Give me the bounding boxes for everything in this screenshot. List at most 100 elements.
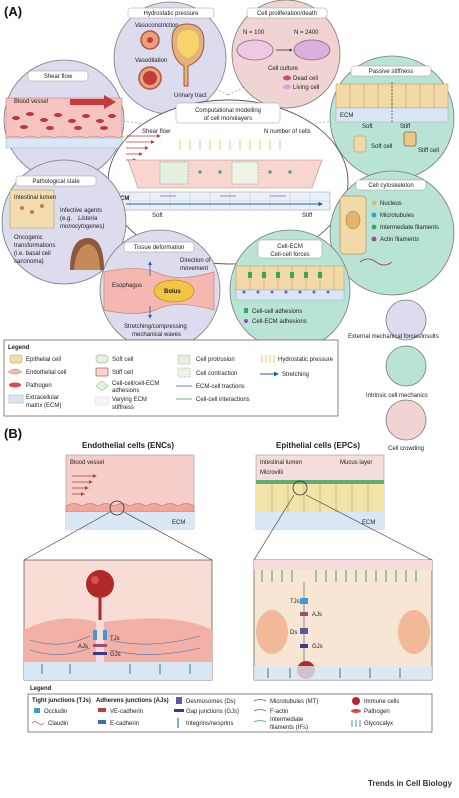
legend-glycocalyx: Glycocalyx (364, 721, 393, 727)
enc-vessel-label: Blood vessel (70, 460, 104, 466)
stiff-cell-label: Stiff cell (418, 148, 439, 154)
cell-crowding-swatch (385, 399, 427, 441)
dead-cell-icon (283, 75, 291, 81)
legend-adh-2: adhesions (112, 388, 139, 394)
passive-stiffness-circle: Passive stiffness ECM Soft Stiff Soft ce… (329, 55, 455, 181)
direction-label-1: Direction of (180, 258, 211, 264)
legend-factin: F-actin (270, 709, 288, 715)
proliferation-circle: Cell proliferation/death N = 100 N = 240… (231, 0, 341, 109)
living-cell-label: Living cell (293, 85, 319, 91)
tissue-deformation-circle: Tissue deformation Direction of movement… (99, 229, 221, 351)
passive-ecm-label: ECM (340, 113, 353, 119)
side-legend: External mechanical forces/insults Intri… (348, 299, 439, 452)
ecm-adh-label: Cell-ECM adhesions (252, 319, 307, 325)
soft-cell-label: Soft cell (371, 144, 392, 150)
legend-ecm-1: Extracellular (26, 395, 59, 401)
legend-pathogen-b: Pathogen (364, 709, 390, 715)
intestinal-lumen-label: Intestinal lumen (14, 195, 56, 201)
onco-label-3: (i.e. basal cell (14, 251, 51, 257)
intermediate-label: Intermediate filaments (380, 225, 439, 231)
infective-label-2: (e.g. (60, 216, 72, 222)
n-after-label: N = 2400 (294, 30, 319, 36)
legend-pathogen: Pathogen (26, 383, 52, 389)
legend-a-title: Legend (8, 345, 30, 351)
central-title-2: of cell monolayers (204, 116, 252, 122)
passive-soft-label: Soft (362, 124, 373, 130)
legend-soft: Soft cell (112, 357, 133, 363)
epc-ds-label: Ds (290, 630, 297, 636)
shear-title: Shear flow (44, 74, 73, 80)
legend-ve: VE-cadherin (110, 709, 143, 715)
central-modelling-circle: Computational modelling of cell monolaye… (107, 99, 349, 265)
onco-label-4: carcinoma) (14, 259, 44, 265)
legend-immune: Immune cells (364, 699, 399, 705)
enc-ecm-label: ECM (172, 520, 185, 526)
bolus-label: Bolus (164, 289, 181, 295)
direction-label-2: movement (180, 266, 208, 272)
soft-cell-icon (353, 135, 367, 153)
panel-a-label: (A) (4, 4, 22, 19)
cellecm-title-2: Cell-cell forces (270, 252, 309, 258)
legend-ifs-1: Intermediate (270, 717, 304, 723)
intrinsic-legend-label: Intrinsic cell mechanics (366, 393, 428, 399)
pathological-title: Pathological state (32, 179, 80, 185)
shear-flow-circle: Shear flow Blood vessel (3, 59, 125, 181)
intrinsic-mechanics-swatch (385, 345, 427, 387)
shear-arrow-icon (70, 95, 116, 109)
n-cells-label: N number of cells (264, 129, 311, 135)
vasodilation-label: Vasodilation (135, 58, 167, 64)
legend-tj-head: Tight junctions (TJs) (32, 698, 91, 704)
external-forces-swatch (385, 299, 427, 341)
legend-integrins: Integrins/nesprins (186, 721, 233, 727)
legend-mt: Microtubules (MT) (270, 699, 318, 705)
central-soft-label: Soft (152, 213, 163, 219)
enc-ajs-label: AJs (78, 644, 88, 650)
legend-var-1: Varying ECM (112, 397, 147, 403)
legend-contraction: Cell contraction (196, 371, 237, 377)
onco-label-1: Oncogenic (14, 235, 43, 241)
enc-title: Endothelial cells (ENCs) (82, 441, 174, 450)
n-before-label: N = 100 (243, 30, 265, 36)
legend-epithelial: Epithelial cell (26, 357, 61, 363)
central-ecm-label: ECM (116, 196, 129, 202)
legend-gap: Gap junctions (GJs) (186, 709, 239, 715)
hydrostatic-title: Hydrostatic pressure (143, 11, 199, 17)
panel-a-legend: Legend Epithelial cell Endothelial cell … (3, 339, 339, 417)
legend-e: E-cadherin (110, 721, 139, 727)
cytoskeleton-circle: Cell cytoskeleton Nucleus Microtubules I… (329, 170, 455, 296)
external-legend-label: External mechanical forces/insults (348, 334, 439, 340)
legend-stiff: Stiff cell (112, 370, 133, 376)
urinary-label: Urinary tract (174, 93, 207, 99)
waves-label-1: Stretching/compressing (124, 324, 187, 330)
stiff-cell-icon (403, 131, 417, 147)
legend-claudin: Claudin (48, 721, 68, 727)
epc-ecm-label: ECM (362, 520, 375, 526)
enc-immune-cell (86, 570, 114, 598)
enc-gjs-label: GJs (110, 652, 121, 658)
central-stiff-label: Stiff (302, 213, 313, 219)
legend-var-2: stiffness (112, 405, 134, 411)
legend-ifs-2: filaments (IFs) (270, 725, 308, 731)
monolayer-sheet (127, 159, 323, 189)
culture-label: Cell culture (268, 66, 299, 72)
pathological-circle: Pathological state Intestinal lumen Infe… (1, 159, 127, 285)
epc-microvilli-label: Microvilli (260, 470, 283, 476)
legend-endothelial: Endothelial cell (26, 370, 66, 376)
epc-tjs-label: TJs (290, 599, 300, 605)
journal-footer: Trends in Cell Biology (368, 779, 453, 788)
legend-stretching: Stretching (282, 372, 309, 378)
legend-protrusion: Cell protrusion (196, 357, 235, 363)
onco-label-2: transformations (14, 243, 55, 249)
passive-stiff-label: Stiff (400, 124, 411, 130)
epc-ajs-label: AJs (312, 612, 322, 618)
epc-lumen-label: Intestinal lumen (260, 460, 302, 466)
legend-hydrostatic: Hydrostatic pressure (278, 357, 334, 363)
proliferation-title: Cell proliferation/death (257, 11, 317, 17)
epc-title: Epithelial cells (EPCs) (276, 441, 360, 450)
central-title-1: Computational modelling (195, 108, 261, 114)
infective-label-3: Listeria (78, 216, 98, 222)
cellecm-title-1: Cell-ECM (277, 244, 303, 250)
infective-label-1: Infective agents (60, 208, 102, 214)
enc-tjs-label: TJs (110, 636, 120, 642)
